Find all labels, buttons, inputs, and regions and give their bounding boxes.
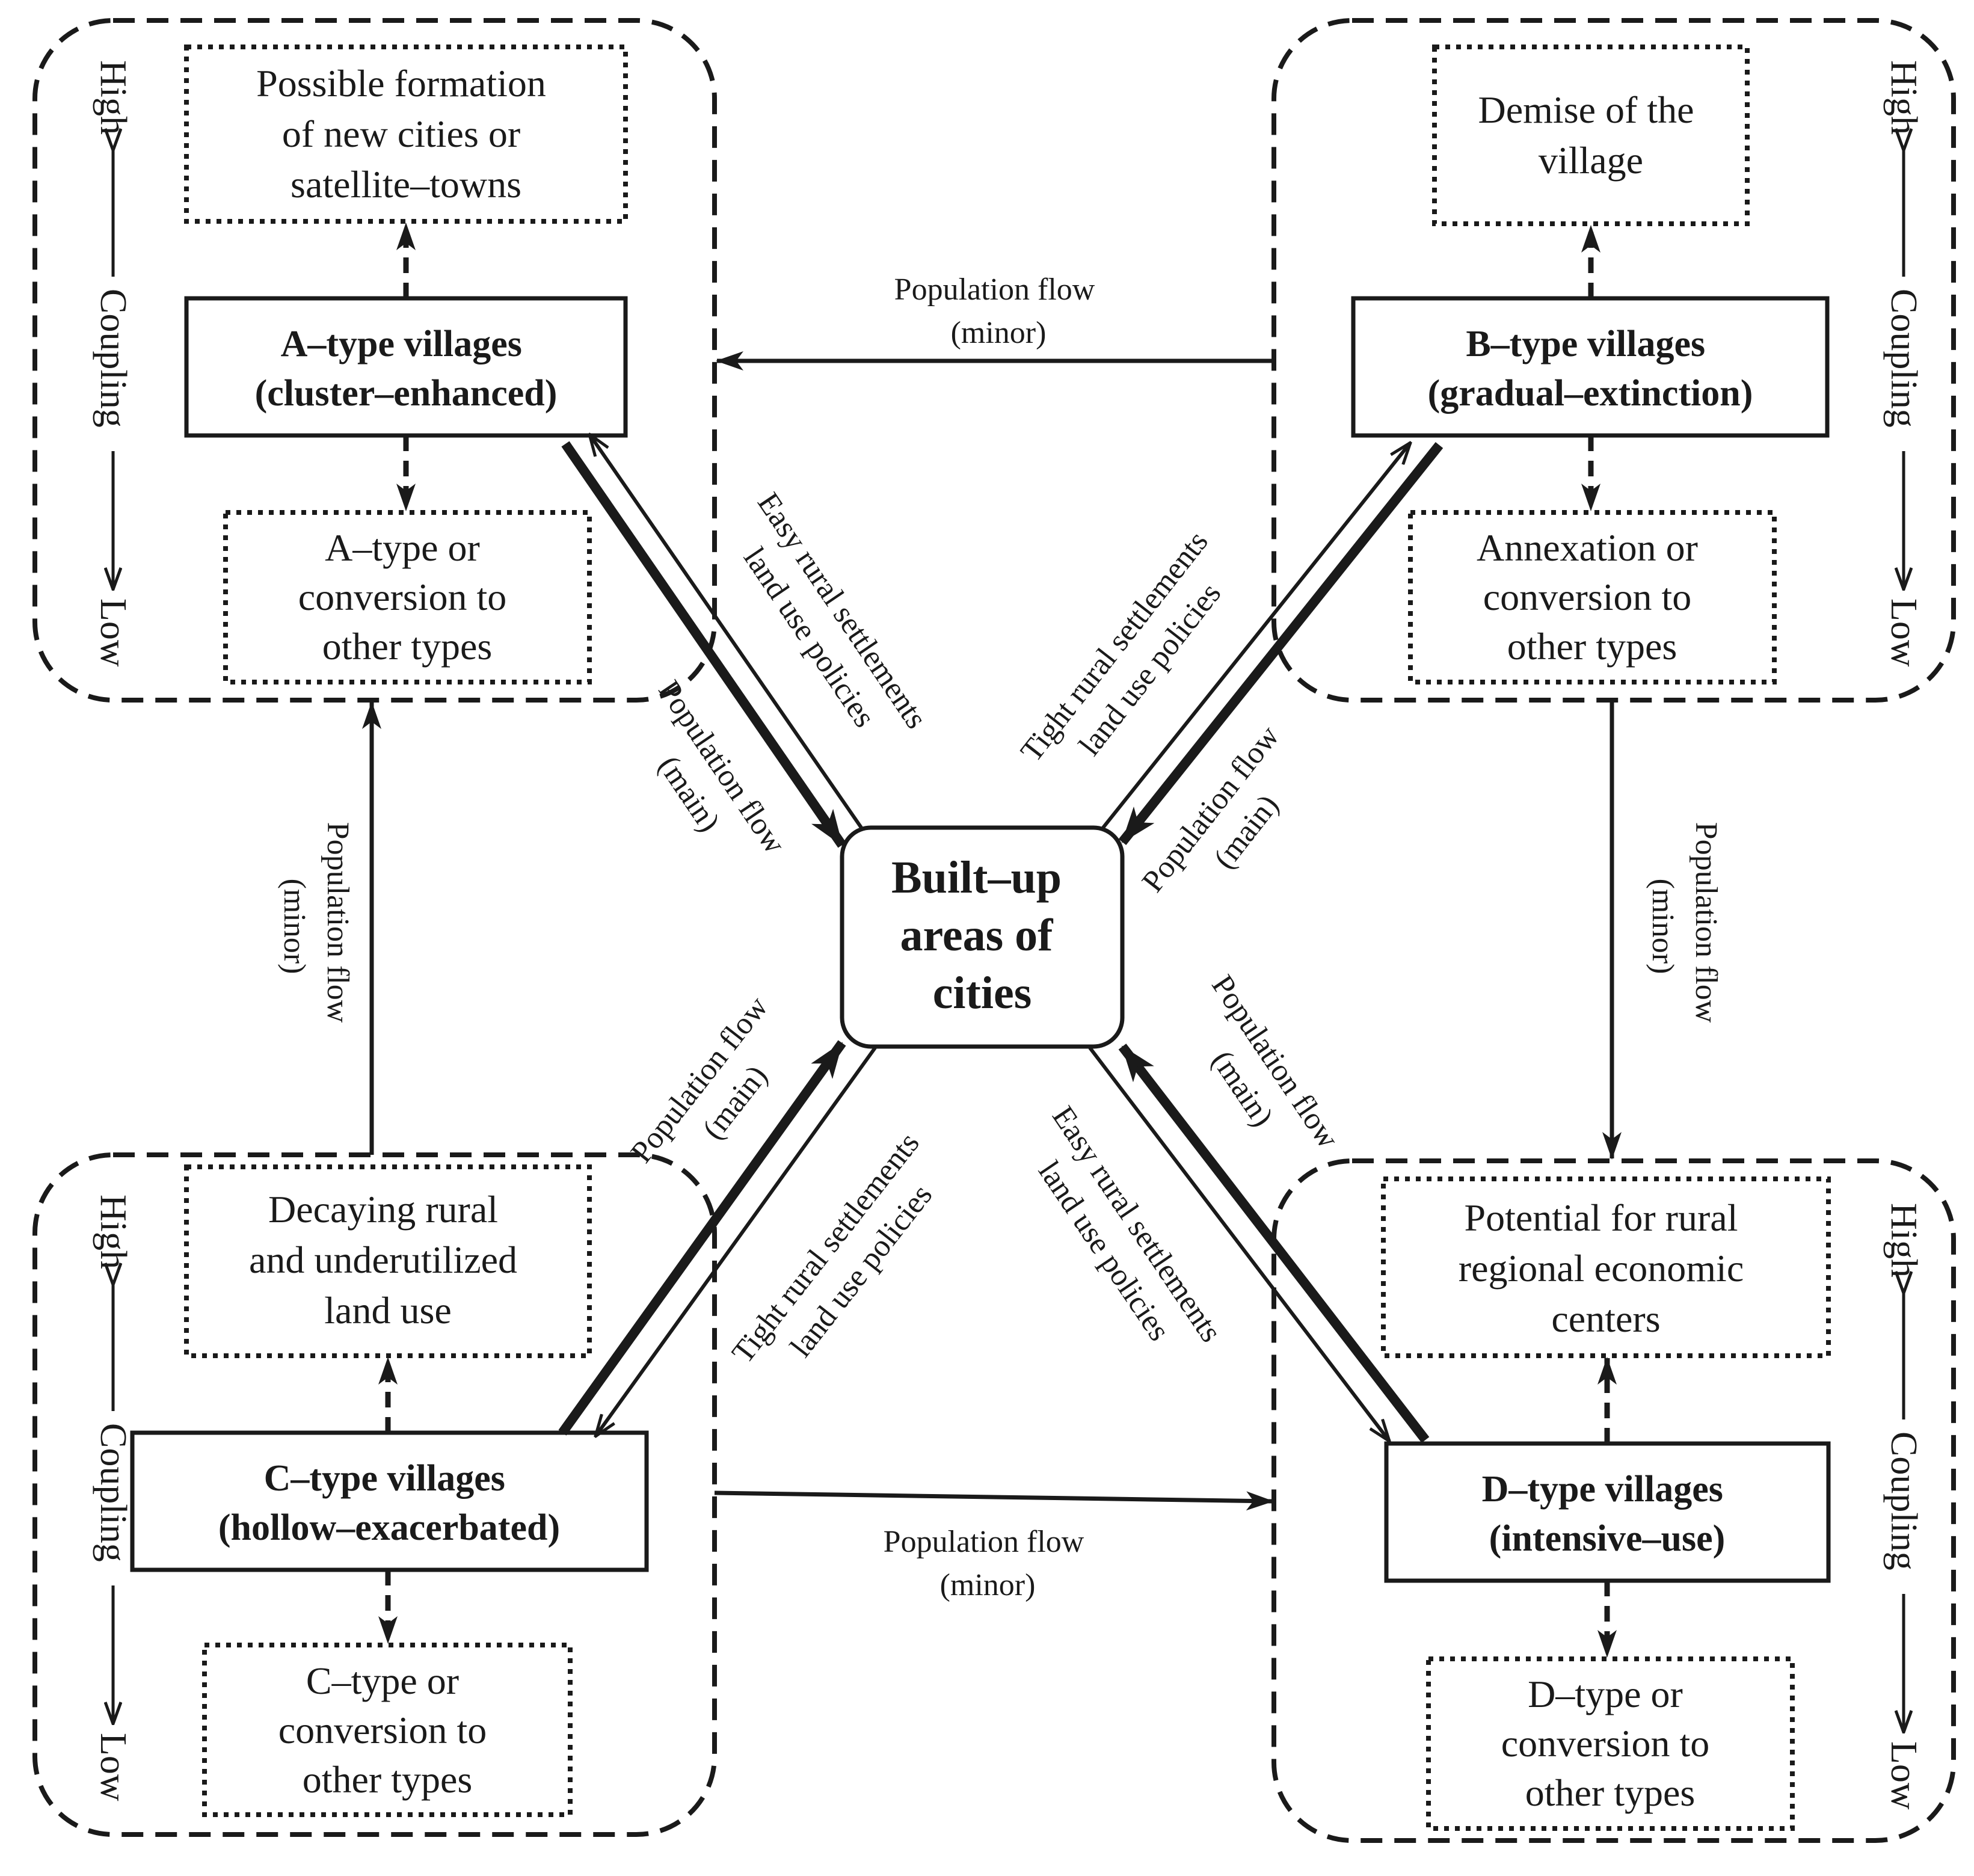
quadrant-c-container — [32, 1152, 717, 1837]
b-top-outcome-box — [1432, 45, 1750, 226]
minor-flow-bottom-label: Population flow (minor) — [884, 1525, 1092, 1602]
main-flow-a-label: Population flow (main) — [616, 674, 796, 890]
a-top-outcome-box — [184, 45, 628, 224]
main-flow-b-label: Population flow (main) — [1136, 713, 1324, 924]
coupling-label: Coupling — [93, 289, 134, 428]
main-flow-a-to-center-arrow — [561, 441, 846, 848]
coupling-low-label: Low — [1883, 598, 1924, 667]
coupling-label: Coupling — [1883, 1432, 1924, 1570]
c-top-outcome-text: Decaying rural and underutilized land us… — [249, 1188, 527, 1332]
a-bottom-outcome-text: A–type or conversion to other types — [298, 526, 517, 668]
coupling-low-label: Low — [1883, 1741, 1924, 1810]
policy-center-to-b-arrow — [1101, 443, 1410, 829]
c-bottom-outcome-box — [202, 1643, 573, 1817]
policy-easy-a-label: Easy rural settlements land use policies — [716, 487, 938, 764]
built-up-areas-box — [840, 825, 1125, 1049]
minor-flow-right-label: Population flow (minor) — [1646, 822, 1723, 1031]
d-top-outcome-box — [1381, 1176, 1831, 1358]
coupling-high-label: High — [93, 1195, 134, 1269]
d-top-outcome-text: Potential for rural regional economic ce… — [1459, 1196, 1753, 1340]
main-flow-d-label: Population flow (main) — [1170, 969, 1350, 1184]
coupling-high-label: High — [1883, 1203, 1924, 1278]
main-flow-c-label: Population flow (main) — [624, 984, 813, 1195]
minor-flow-c-to-d-arrow — [714, 1490, 1274, 1511]
policy-tight-b-label: Tight rural settlements land use policie… — [1014, 518, 1253, 794]
a-type-title: A–type villages (cluster–enhanced) — [255, 324, 558, 414]
main-flow-c-to-center-arrow — [558, 1040, 846, 1436]
coupling-label: Coupling — [93, 1423, 134, 1562]
coupling-low-label: Low — [93, 598, 134, 667]
quadrant-a-container — [32, 18, 717, 703]
a-type-villages-box — [184, 296, 628, 438]
policy-center-to-c-arrow — [595, 1047, 877, 1436]
b-type-villages-box — [1351, 296, 1830, 438]
coupling-high-label: High — [93, 60, 134, 135]
main-flow-b-to-center-arrow — [1118, 442, 1444, 845]
c-bottom-outcome-text: C–type or conversion to other types — [278, 1659, 497, 1801]
coupling-low-label: Low — [93, 1733, 134, 1801]
b-bottom-outcome-text: Annexation or conversion to other types — [1477, 526, 1708, 668]
a-bottom-outcome-box — [223, 510, 592, 684]
d-type-villages-box — [1384, 1441, 1831, 1583]
policy-center-to-a-arrow — [589, 434, 863, 829]
main-flow-d-to-center-arrow — [1118, 1044, 1430, 1443]
a-top-outcome-text: Possible formation of new cities or sate… — [256, 62, 556, 206]
coupling-axis-a: High Coupling Low — [93, 60, 134, 667]
coupling-axis-d: High Coupling Low — [1883, 1203, 1924, 1810]
coupling-high-label: High — [1883, 60, 1924, 135]
d-type-title: D–type villages (intensive–use) — [1482, 1469, 1733, 1559]
coupling-label: Coupling — [1883, 289, 1924, 428]
coupling-axis-b: High Coupling Low — [1883, 60, 1924, 667]
minor-flow-top-label: Population flow (minor) — [894, 272, 1103, 350]
d-bottom-outcome-text: D–type or conversion to other types — [1501, 1673, 1720, 1814]
minor-flow-left-label: Population flow (minor) — [277, 822, 355, 1031]
c-type-title: C–type villages (hollow–exacerbated) — [218, 1458, 560, 1548]
policy-center-to-d-arrow — [1088, 1047, 1389, 1441]
c-top-outcome-box — [184, 1164, 592, 1358]
d-bottom-outcome-box — [1426, 1656, 1795, 1831]
quadrant-d-container — [1271, 1158, 1956, 1843]
b-type-title: B–type villages (gradual–extinction) — [1428, 324, 1753, 414]
built-up-areas-title: Built–up areas of cities — [891, 852, 1073, 1018]
c-type-villages-box — [130, 1430, 649, 1572]
b-top-outcome-text: Demise of the village — [1478, 88, 1704, 182]
coupling-axis-c: High Coupling Low — [93, 1195, 134, 1801]
b-bottom-outcome-box — [1408, 510, 1777, 684]
